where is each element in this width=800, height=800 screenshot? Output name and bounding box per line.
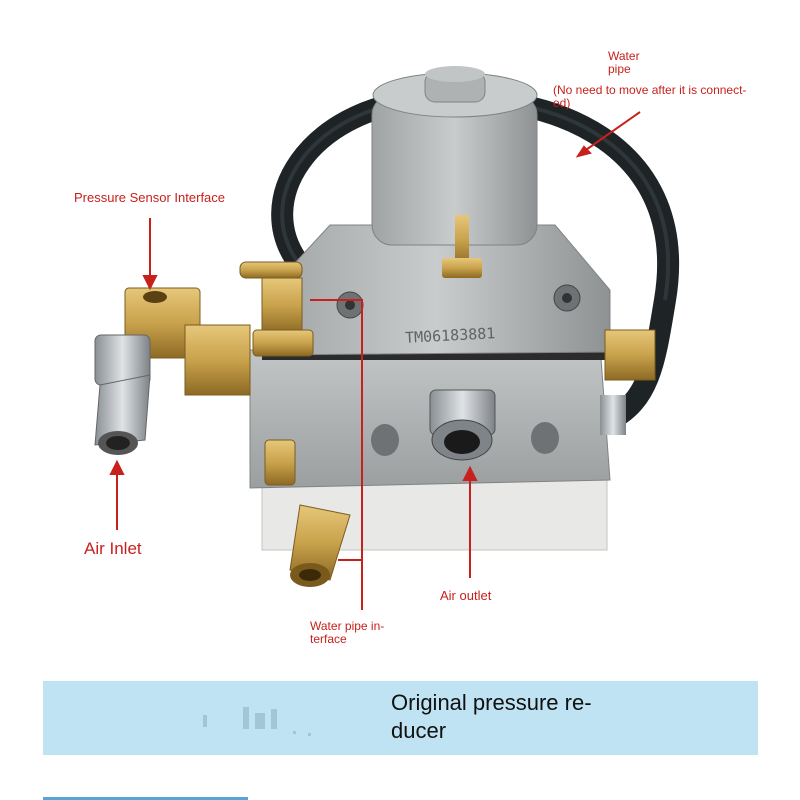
label-water-pipe-interface: Water pipe in- terface [310,619,385,646]
pressure-reducer-photo: TM06183881 [94,66,680,610]
caption-banner: Original pressure re- ducer [43,681,758,755]
banner-title: Original pressure re- ducer [391,690,592,743]
label-air-inlet: Air Inlet [84,539,142,558]
body-marking: TM06183881 [405,324,496,347]
label-water-pipe-note: (No need to move after it is connect- ed… [553,83,747,110]
banner-watermark-graphic [203,707,311,736]
label-pressure-sensor-interface: Pressure Sensor Interface [74,190,226,205]
label-air-outlet: Air outlet [440,588,492,603]
top-cylinder [371,94,538,246]
footer-accent-bar [43,797,248,800]
label-water-pipe: Water pipe [608,49,640,76]
